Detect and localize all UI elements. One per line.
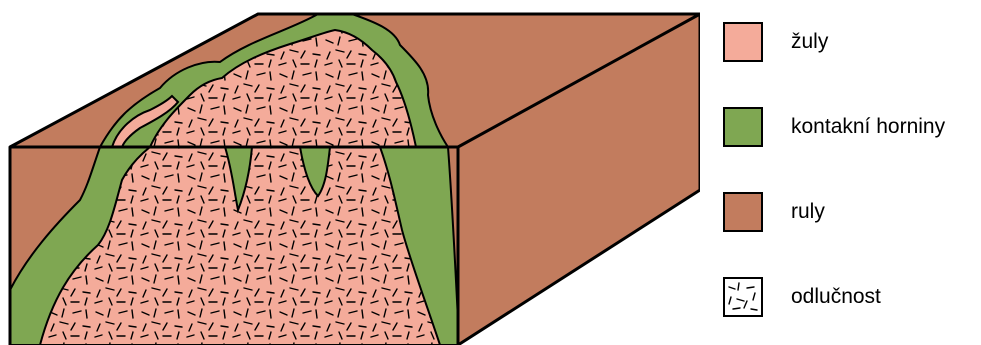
contact-rock-swatch-icon xyxy=(723,107,763,147)
legend-label-gneiss: ruly xyxy=(791,200,825,224)
legend-item-granite: žuly xyxy=(723,22,973,66)
legend-label-granite: žuly xyxy=(791,30,828,54)
legend: žuly kontakní horniny ruly xyxy=(723,22,973,321)
legend-item-contact-rock: kontakní horniny xyxy=(723,107,973,151)
gneiss-swatch-icon xyxy=(723,192,763,232)
block-diagram xyxy=(0,0,700,345)
legend-item-jointing: odlučnost xyxy=(723,277,973,321)
jointing-swatch-icon xyxy=(723,277,763,317)
legend-label-contact-rock: kontakní horniny xyxy=(791,115,945,139)
granite-swatch-icon xyxy=(723,22,763,62)
legend-label-jointing: odlučnost xyxy=(791,285,881,309)
legend-item-gneiss: ruly xyxy=(723,192,973,236)
